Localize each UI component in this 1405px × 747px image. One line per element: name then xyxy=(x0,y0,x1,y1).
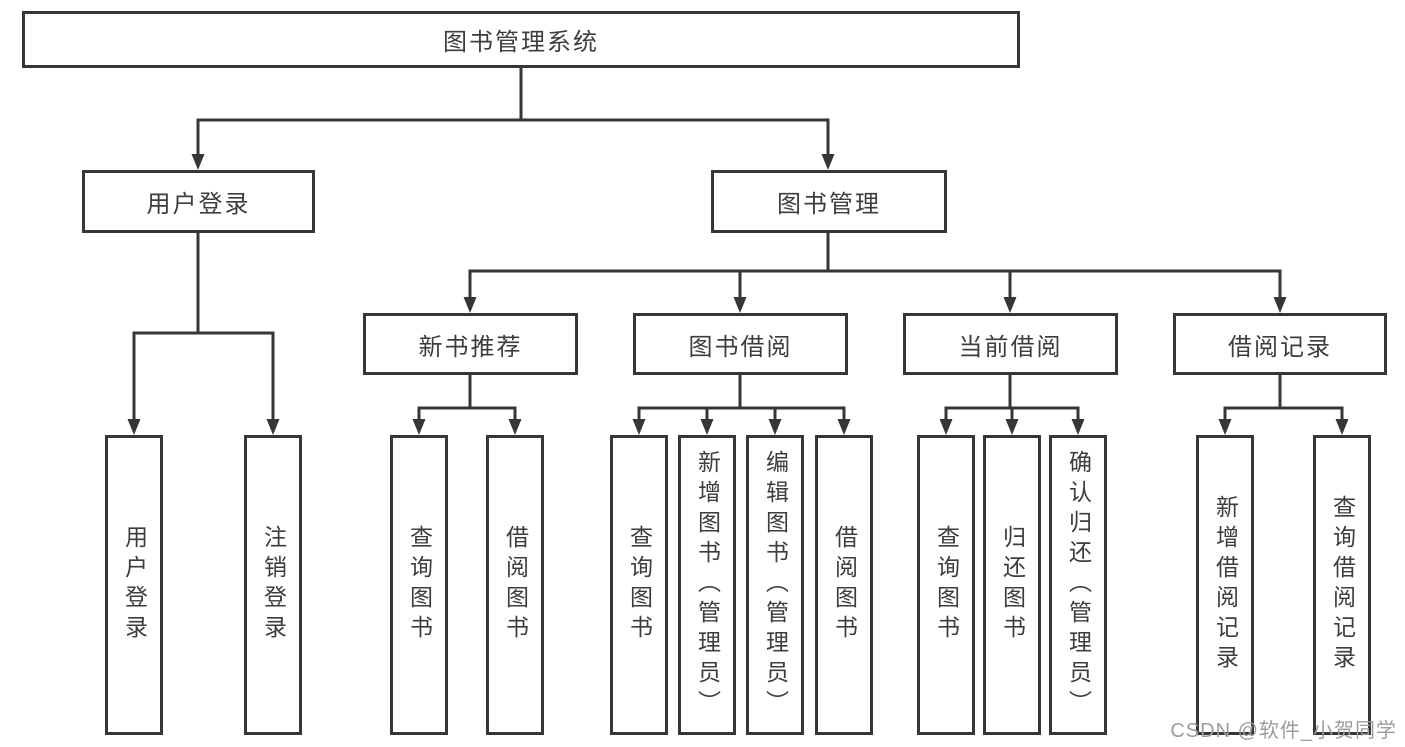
node-label: 当前借阅 xyxy=(958,333,1063,361)
node-label: 新书推荐 xyxy=(418,333,523,361)
leaf-query-borrow-record: 查询借阅记录 xyxy=(1313,435,1371,735)
node-user-login: 用户登录 xyxy=(82,170,315,233)
leaf-label: 查询借阅记录 xyxy=(1329,495,1356,675)
leaf-query-book-1: 查询图书 xyxy=(390,435,448,735)
leaf-label: 注销登录 xyxy=(260,525,287,645)
node-book-management: 图书管理 xyxy=(711,170,947,233)
node-book-borrow: 图书借阅 xyxy=(633,313,848,375)
leaf-label: 确认归还（管理员） xyxy=(1065,450,1092,720)
leaf-confirm-return-admin: 确认归还（管理员） xyxy=(1049,435,1107,735)
leaf-edit-book-admin: 编辑图书（管理员） xyxy=(746,435,804,735)
leaf-label: 编辑图书（管理员） xyxy=(762,450,789,720)
leaf-label: 新增图书（管理员） xyxy=(694,450,721,720)
node-current-borrow: 当前借阅 xyxy=(903,313,1118,375)
leaf-user-login: 用户登录 xyxy=(105,435,163,735)
leaf-query-book-2: 查询图书 xyxy=(610,435,668,735)
node-label: 图书管理系统 xyxy=(443,29,599,56)
node-borrow-record: 借阅记录 xyxy=(1173,313,1387,375)
node-label: 图书借阅 xyxy=(688,333,793,361)
leaf-label: 借阅图书 xyxy=(831,525,858,645)
node-label: 借阅记录 xyxy=(1228,333,1332,361)
leaf-label: 新增借阅记录 xyxy=(1212,495,1239,675)
csdn-watermark: CSDN @软件_小贺同学 xyxy=(1170,720,1397,742)
node-label: 用户登录 xyxy=(146,191,251,218)
leaf-label: 查询图书 xyxy=(626,525,653,645)
leaf-label: 归还图书 xyxy=(999,525,1026,645)
leaf-logout: 注销登录 xyxy=(244,435,302,735)
leaf-return-book: 归还图书 xyxy=(983,435,1041,735)
leaf-label: 借阅图书 xyxy=(502,525,529,645)
leaf-query-book-3: 查询图书 xyxy=(917,435,975,735)
leaf-label: 用户登录 xyxy=(121,525,148,645)
leaf-label: 查询图书 xyxy=(933,525,960,645)
node-system-root: 图书管理系统 xyxy=(22,11,1020,68)
leaf-borrow-book-2: 借阅图书 xyxy=(815,435,873,735)
leaf-borrow-book-1: 借阅图书 xyxy=(486,435,544,735)
node-new-book-recommend: 新书推荐 xyxy=(363,313,578,375)
leaf-add-borrow-record: 新增借阅记录 xyxy=(1196,435,1254,735)
leaf-add-book-admin: 新增图书（管理员） xyxy=(678,435,736,735)
node-label: 图书管理 xyxy=(777,191,881,218)
leaf-label: 查询图书 xyxy=(406,525,433,645)
